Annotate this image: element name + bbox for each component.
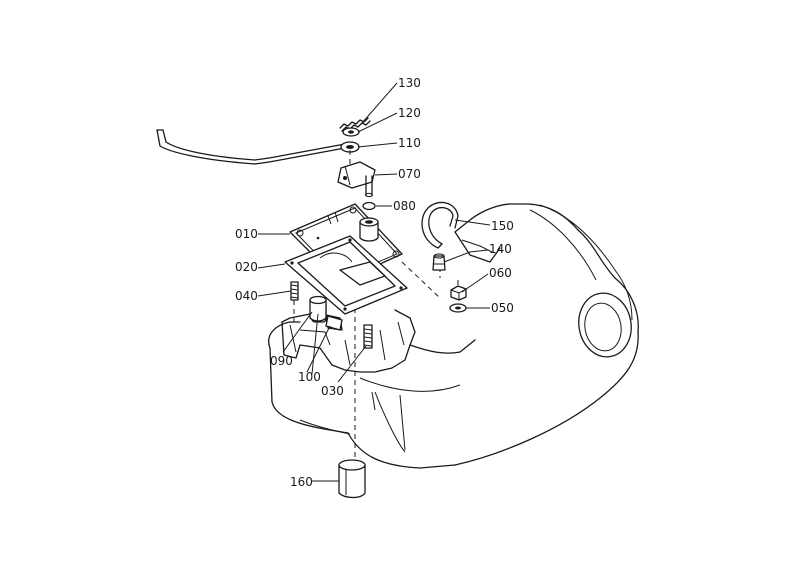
callout-150: 150 <box>491 219 514 233</box>
callout-060: 060 <box>489 266 512 280</box>
callout-140: 140 <box>489 242 512 256</box>
washer-050 <box>449 303 467 313</box>
callout-labels: 130 120 110 070 080 150 140 010 020 040 … <box>235 76 514 489</box>
pin-080 <box>362 201 376 211</box>
callout-020: 020 <box>235 260 258 274</box>
bushing-090 <box>309 295 327 322</box>
callout-120: 120 <box>398 106 421 120</box>
callout-070: 070 <box>398 167 421 181</box>
leader-lines <box>257 82 491 482</box>
callout-040: 040 <box>235 289 258 303</box>
gasket-020 <box>284 235 408 315</box>
lifting-eye-150 <box>421 201 459 249</box>
callout-160: 160 <box>290 475 313 489</box>
bushing-160 <box>338 459 366 499</box>
callout-030: 030 <box>321 384 344 398</box>
shift-rod <box>156 129 346 165</box>
callout-100: 100 <box>298 370 321 384</box>
nut-060 <box>450 285 467 301</box>
callout-050: 050 <box>491 301 514 315</box>
callout-010: 010 <box>235 227 258 241</box>
shaft-140 <box>432 253 446 271</box>
callout-130: 130 <box>398 76 421 90</box>
washer-120 <box>342 127 360 137</box>
stud-030 <box>363 324 373 349</box>
callout-080: 080 <box>393 199 416 213</box>
stud-040 <box>290 281 299 301</box>
callout-090: 090 <box>270 354 293 368</box>
callout-110: 110 <box>398 136 421 150</box>
lever-070 <box>337 161 376 198</box>
